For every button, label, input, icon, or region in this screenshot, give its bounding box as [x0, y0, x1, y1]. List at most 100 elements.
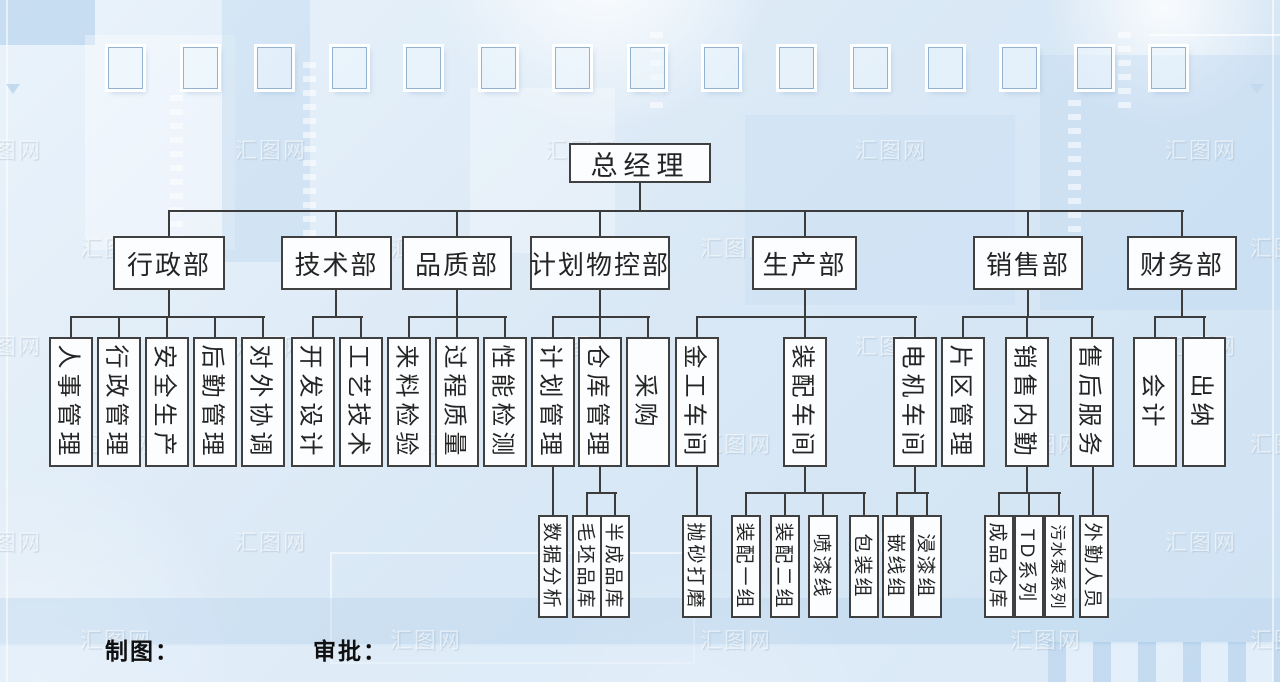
node-label: 金工车间 — [680, 344, 708, 460]
node-label: 总经理 — [590, 150, 690, 181]
arrow-down-icon — [6, 84, 20, 94]
node-sales-dept: 销售部 — [973, 236, 1083, 290]
node-admin-dept: 行政部 — [113, 236, 225, 290]
connector-line — [914, 316, 916, 337]
connector-line — [312, 316, 363, 318]
node-production-dept: 生产部 — [752, 236, 857, 290]
node-finance-dept: 财务部 — [1127, 236, 1237, 290]
watermark-text: 汇图网 — [80, 628, 153, 653]
background-decoration — [222, 0, 310, 262]
node-label: 后勤管理 — [198, 344, 226, 460]
connector-line — [962, 316, 964, 337]
picture-frame-icon — [701, 44, 742, 92]
node-tech-dept: 技术部 — [281, 236, 392, 290]
watermark-text: 汇图网 — [0, 138, 43, 163]
picture-frame-icon — [328, 44, 370, 92]
node-label: 安全生产 — [150, 344, 178, 460]
org-node-l4: 外勤人员 — [1079, 515, 1109, 618]
node-label: 半成品库 — [602, 522, 624, 611]
arrow-down-icon — [1250, 84, 1264, 94]
org-node-l3: 计划管理 — [531, 337, 575, 467]
connector-line — [804, 316, 806, 337]
node-label: 包装组 — [851, 533, 873, 600]
background-decoration — [1150, 34, 1280, 36]
picture-frame-icon — [924, 44, 966, 92]
connector-line — [863, 492, 865, 515]
node-label: 毛坯品库 — [574, 522, 596, 611]
connector-line — [998, 492, 1000, 515]
connector-line — [804, 290, 806, 317]
node-label: 工艺技术 — [344, 344, 372, 460]
connector-line — [1091, 316, 1093, 337]
picture-frame-icon — [552, 44, 593, 92]
background-decoration — [0, 0, 95, 45]
node-label: 装配二组 — [772, 522, 794, 611]
connector-line — [214, 316, 216, 337]
connector-line — [552, 467, 554, 515]
watermark-text: 汇图网 — [0, 334, 43, 359]
node-label: 采购 — [631, 373, 659, 431]
connector-line — [1058, 492, 1060, 515]
connector-line — [1092, 467, 1094, 515]
connector-line — [456, 316, 458, 337]
org-node-l3: 对外协调 — [241, 337, 285, 467]
background-decoration — [1272, 0, 1274, 682]
connector-line — [456, 210, 458, 236]
node-label: 外勤人员 — [1081, 522, 1103, 611]
org-node-l3: 片区管理 — [941, 337, 985, 467]
film-strip-decoration — [1068, 100, 1081, 265]
picture-frame-icon — [105, 44, 146, 92]
picture-frame-icon — [179, 44, 221, 92]
node-label: 污水泵系列 — [1048, 523, 1066, 610]
connector-line — [696, 467, 698, 515]
approved-by-label: 审批： — [313, 638, 388, 664]
org-node-l3: 来料检验 — [387, 337, 431, 467]
node-label: 片区管理 — [946, 344, 974, 460]
connector-line — [914, 467, 916, 494]
org-node-l4: TD系列 — [1014, 515, 1044, 618]
org-node-l3: 行政管理 — [97, 337, 141, 467]
connector-line — [1181, 290, 1183, 317]
connector-line — [896, 492, 898, 515]
node-label: 行政管理 — [102, 344, 130, 460]
org-node-l4: 装配一组 — [731, 515, 761, 618]
connector-line — [784, 492, 786, 515]
org-node-l3: 会计 — [1133, 337, 1177, 467]
connector-line — [822, 492, 824, 515]
picture-frame-icon — [850, 44, 891, 92]
org-node-l3: 过程质量 — [435, 337, 479, 467]
node-label: 技术部 — [294, 249, 379, 280]
org-node-l3: 开发设计 — [291, 337, 335, 467]
background-decoration — [1048, 642, 1280, 682]
background-decoration — [6, 0, 8, 682]
node-label: 生产部 — [762, 249, 847, 280]
picture-frame-icon — [626, 44, 668, 92]
connector-line — [552, 316, 554, 337]
org-node-l3: 金工车间 — [675, 337, 719, 467]
picture-frame-icon — [999, 44, 1040, 92]
picture-frame-icon — [775, 44, 817, 92]
connector-line — [1181, 210, 1183, 236]
connector-line — [168, 290, 170, 317]
picture-frame-icon — [477, 44, 519, 92]
connector-line — [745, 492, 747, 515]
org-node-l4: 喷漆线 — [808, 515, 838, 618]
node-label: 喷漆线 — [810, 533, 832, 600]
node-general-manager: 总经理 — [569, 143, 711, 183]
connector-line — [696, 316, 698, 337]
org-node-l4: 成品仓库 — [984, 515, 1014, 618]
watermark-text: 汇图网 — [1165, 530, 1238, 555]
node-label: 抛砂打磨 — [684, 522, 706, 611]
connector-line — [168, 210, 1184, 212]
node-label: 过程质量 — [440, 344, 468, 460]
connector-line — [1154, 316, 1156, 337]
org-node-l3: 性能检测 — [483, 337, 527, 467]
watermark-text: 汇图网 — [1010, 628, 1083, 653]
node-label: 装配一组 — [733, 522, 755, 611]
connector-line — [312, 316, 314, 337]
node-label: 销售部 — [985, 249, 1070, 280]
watermark-text: 汇图网 — [235, 138, 308, 163]
connector-line — [1026, 467, 1028, 494]
connector-line — [804, 467, 806, 494]
node-label: 人事管理 — [54, 344, 82, 460]
